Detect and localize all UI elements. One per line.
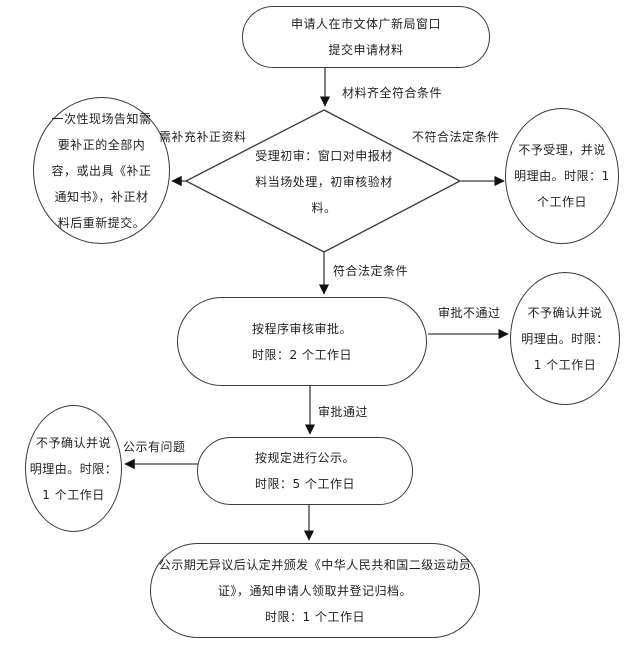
edge-label-legal-condition: 符合法定条件 [333, 264, 409, 278]
edge-label-materials-complete: 材料齐全符合条件 [342, 86, 443, 100]
edge-label-approval-pass: 审批通过 [318, 405, 369, 419]
node-initial-review-text: 受理初审：窗口对申报材 料当场处理，初审核验材 料。 [255, 149, 393, 215]
node-review-approval: 按程序审核审批。 时限：2 个工作日 [177, 297, 427, 386]
node-deny-after-publicity: 不予确认并说 明理由。时限： 1 个工作日 [25, 405, 122, 532]
node-submit-application: 申请人在市文体广新局窗口 提交申请材料 [242, 6, 490, 68]
node-reject-application: 不予受理，并说 明理由。时限：1 个工作日 [505, 108, 619, 244]
node-issue-certificate: 公示期无异议后认定并颁发《中华人民共和国二级运动员 证》，通知申请人领取并登记归… [150, 543, 480, 638]
edge-label-need-supplement: 需补充补正资料 [159, 130, 247, 144]
edge-label-not-legal-condition: 不符合法定条件 [412, 130, 500, 144]
node-deny-after-approval: 不予确认并说 明理由。时限： 1 个工作日 [510, 272, 620, 405]
edge-label-publicity-problem: 公示有问题 [123, 440, 186, 454]
node-supplement-materials: 一次性现场告知需 要补正的全部内 容，或出具《补正 通知书》，补正材 料后重新提… [33, 97, 170, 244]
node-public-notice: 按规定进行公示。 时限：5 个工作日 [197, 437, 413, 505]
edge-label-approval-fail: 审批不通过 [438, 306, 501, 320]
